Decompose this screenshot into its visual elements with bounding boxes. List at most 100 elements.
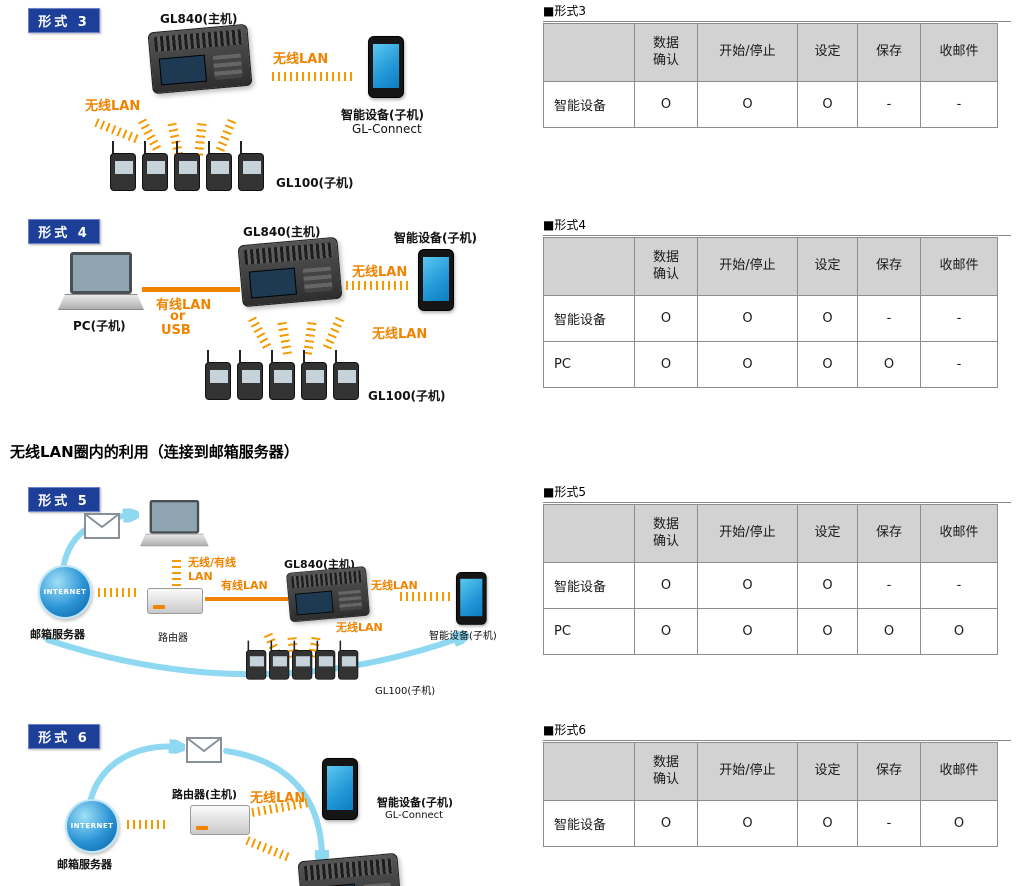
col-header-setting: 设定 bbox=[797, 23, 858, 82]
wireless-lan-label: 无线LAN bbox=[371, 579, 418, 592]
col-header-save: 保存 bbox=[857, 237, 921, 296]
cell-value: O bbox=[797, 81, 858, 128]
smart-device-label: 智能设备(子机) bbox=[377, 796, 454, 809]
table-row: 智能设备 O O O - O bbox=[543, 800, 998, 847]
laptop-base bbox=[58, 294, 144, 310]
gl840-label: GL840(主机) bbox=[243, 225, 321, 239]
form4-table-section: ■形式4 数据 确认 开始/停止 设定 保存 收邮件 智能设备 O O O - … bbox=[543, 216, 1011, 388]
device-screen bbox=[248, 267, 297, 299]
cell-value: O bbox=[857, 608, 921, 655]
header-row: 数据 确认 开始/停止 设定 保存 收邮件 bbox=[543, 504, 998, 563]
col-header-start-stop: 开始/停止 bbox=[697, 23, 798, 82]
wired-connection-line bbox=[205, 597, 288, 601]
device-keys bbox=[362, 882, 393, 886]
device-screen bbox=[295, 590, 334, 616]
table-row: 智能设备 O O O - - bbox=[543, 81, 998, 128]
table-title: ■形式3 bbox=[543, 2, 1011, 22]
gl100-device bbox=[292, 640, 313, 680]
gl840-device bbox=[237, 236, 343, 308]
form3-table-section: ■形式3 数据 确认 开始/停止 设定 保存 收邮件 智能设备 O O O - … bbox=[543, 2, 1011, 128]
wireless-lan-label: 无线LAN bbox=[352, 265, 408, 280]
gl100-device bbox=[269, 350, 295, 400]
row-label: 智能设备 bbox=[543, 800, 635, 847]
pc-label: PC(子机) bbox=[73, 319, 126, 333]
table-title: ■形式4 bbox=[543, 216, 1011, 236]
cell-value: O bbox=[920, 800, 998, 847]
smartphone-device bbox=[368, 36, 404, 98]
laptop-screen bbox=[70, 252, 132, 294]
gl100-device bbox=[206, 141, 232, 191]
cell-value: O bbox=[634, 81, 698, 128]
device-keys bbox=[338, 589, 363, 611]
gl100-device bbox=[238, 141, 264, 191]
table-row: PC O O O O O bbox=[543, 608, 998, 655]
cell-value: O bbox=[920, 608, 998, 655]
gl100-device bbox=[301, 350, 327, 400]
cell-value: - bbox=[857, 295, 921, 342]
cell-value: - bbox=[857, 800, 921, 847]
cell-value: O bbox=[697, 562, 798, 609]
wireless-signal bbox=[98, 588, 140, 597]
gl100-device bbox=[174, 141, 200, 191]
device-screen bbox=[158, 54, 207, 86]
wireless-wired-lan-label: 无线/有线 LAN bbox=[188, 556, 237, 583]
cell-value: O bbox=[697, 341, 798, 388]
cell-value: O bbox=[634, 295, 698, 342]
wireless-lan-label: 无线LAN bbox=[85, 99, 141, 114]
row-label: 智能设备 bbox=[543, 295, 635, 342]
smartphone-device bbox=[418, 249, 454, 311]
col-header-receive-mail: 收邮件 bbox=[920, 237, 998, 296]
form3-capability-table: 数据 确认 开始/停止 设定 保存 收邮件 智能设备 O O O - - bbox=[543, 23, 998, 128]
cell-value: O bbox=[797, 608, 858, 655]
gl840-device bbox=[286, 566, 371, 623]
gl100-device bbox=[142, 141, 168, 191]
gl100-device bbox=[205, 350, 231, 400]
wireless-lan-label: 无线LAN bbox=[372, 327, 428, 342]
col-header-empty bbox=[543, 23, 635, 82]
col-header-setting: 设定 bbox=[797, 742, 858, 801]
router-device bbox=[190, 805, 250, 835]
form6-capability-table: 数据 确认 开始/停止 设定 保存 收邮件 智能设备 O O O - O bbox=[543, 742, 998, 847]
mail-envelope-icon bbox=[186, 737, 222, 763]
wireless-signal bbox=[127, 820, 169, 829]
form4-badge: 形式 4 bbox=[28, 219, 100, 244]
router-label: 路由器(主机) bbox=[172, 788, 238, 801]
wireless-wired-link bbox=[172, 556, 181, 586]
form3-badge: 形式 3 bbox=[28, 8, 100, 33]
wireless-signal bbox=[303, 321, 317, 355]
router-device bbox=[147, 588, 203, 614]
wireless-signal bbox=[322, 316, 345, 352]
cell-value: O bbox=[697, 295, 798, 342]
cell-value: O bbox=[797, 341, 858, 388]
wireless-signal bbox=[248, 316, 272, 351]
laptop-device bbox=[58, 252, 144, 314]
gl100-label: GL100(子机) bbox=[368, 389, 446, 403]
cell-value: O bbox=[697, 800, 798, 847]
gl100-device bbox=[246, 640, 267, 680]
wired-lan-label: 有线LAN bbox=[221, 579, 268, 592]
arrow-mail-to-device bbox=[223, 748, 322, 859]
col-header-data-check: 数据 确认 bbox=[634, 237, 698, 296]
cell-value: O bbox=[634, 562, 698, 609]
row-label: PC bbox=[543, 341, 635, 388]
mail-server-label: 邮箱服务器 bbox=[30, 628, 85, 641]
wireless-signal bbox=[277, 321, 292, 355]
col-header-start-stop: 开始/停止 bbox=[697, 742, 798, 801]
gl100-device bbox=[333, 350, 359, 400]
form5-badge: 形式 5 bbox=[28, 487, 100, 512]
laptop-screen bbox=[149, 500, 200, 534]
smart-device-label: 智能设备(子机) bbox=[429, 631, 497, 642]
col-header-setting: 设定 bbox=[797, 237, 858, 296]
wireless-lan-label: 无线LAN bbox=[336, 621, 383, 634]
gl100-device bbox=[315, 640, 336, 680]
col-header-save: 保存 bbox=[857, 504, 921, 563]
col-header-start-stop: 开始/停止 bbox=[697, 504, 798, 563]
wireless-signal bbox=[94, 118, 141, 144]
cell-value: O bbox=[634, 608, 698, 655]
cell-value: O bbox=[634, 341, 698, 388]
or-label: or bbox=[170, 309, 186, 324]
smartphone-device bbox=[456, 572, 487, 625]
table-row: 智能设备 O O O - - bbox=[543, 295, 998, 342]
device-vents bbox=[153, 29, 243, 52]
col-header-receive-mail: 收邮件 bbox=[920, 742, 998, 801]
